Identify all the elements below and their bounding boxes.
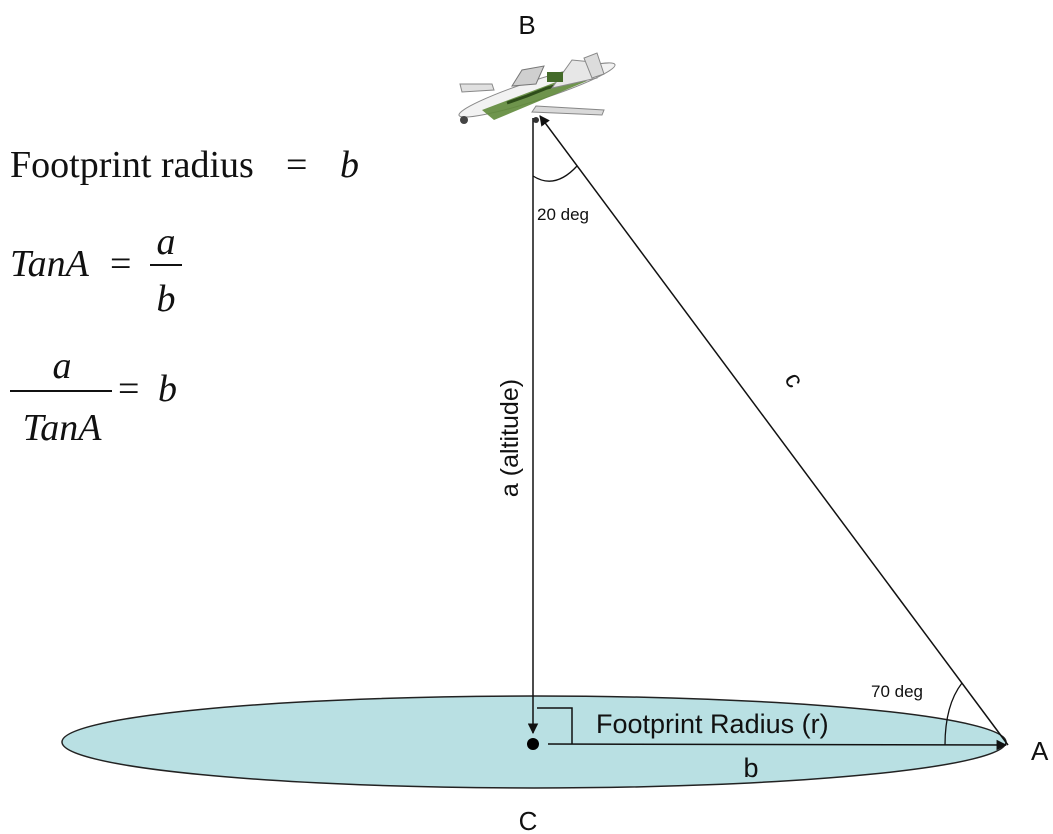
angle-arc-bottom (944, 682, 963, 746)
uav-aircraft-icon (458, 52, 616, 124)
formula1-equals: = (286, 144, 307, 186)
formula2-equals: = (110, 243, 131, 285)
point-label-c: C (519, 806, 538, 834)
formula3-denominator: TanA (23, 407, 103, 449)
formula-footprint-solve: a TanA = b (10, 345, 177, 449)
right-angle-marker (537, 707, 573, 744)
angle-arc-top (532, 165, 578, 182)
angle-label-bottom: 70 deg (871, 682, 923, 701)
formula2-numerator: a (157, 221, 176, 263)
altitude-label: a (altitude) (496, 379, 524, 497)
formula3-equals: = (118, 368, 139, 410)
formula1-var: b (340, 144, 359, 186)
hypotenuse-line (539, 115, 1009, 746)
center-point (527, 738, 539, 750)
formula1-text: Footprint radius (10, 144, 254, 186)
formula2-lhs: TanA (10, 243, 90, 285)
hypotenuse-label: c (779, 368, 809, 393)
angle-label-top: 20 deg (537, 205, 589, 224)
footprint-radius-label: Footprint Radius (r) (596, 709, 829, 739)
formula2-denominator: b (157, 278, 176, 320)
point-label-a: A (1031, 736, 1049, 766)
formula-footprint-radius: Footprint radius = b (10, 144, 359, 186)
formula3-rhs: b (158, 368, 177, 410)
point-label-b: B (518, 10, 535, 40)
base-label: b (743, 753, 758, 783)
formula-tan-a: TanA = a b (10, 221, 182, 320)
formula3-numerator: a (53, 345, 72, 387)
base-line (547, 739, 1008, 751)
